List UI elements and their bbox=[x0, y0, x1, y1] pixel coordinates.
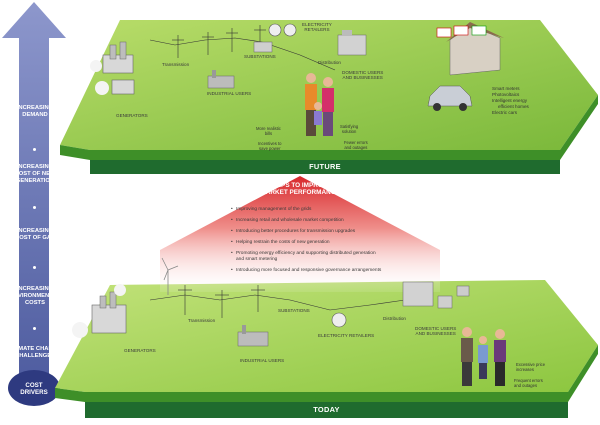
bullet-photovoltaics: Photovoltaics bbox=[492, 92, 520, 97]
driver-separator-dot bbox=[33, 206, 36, 209]
driver-separator-dot bbox=[33, 148, 36, 151]
future-house bbox=[436, 22, 504, 76]
today-band-label: TODAY bbox=[313, 405, 340, 414]
future-domestic bbox=[337, 30, 367, 56]
future-band-label: FUTURE bbox=[309, 162, 341, 171]
future-industrial bbox=[207, 70, 235, 89]
future-substations-label: SUBSTATIONS bbox=[244, 54, 276, 59]
bullet-electric-cars: Electric cars bbox=[492, 110, 518, 115]
today-power-lines bbox=[149, 285, 406, 318]
future-generators-label: GENERATORS bbox=[116, 113, 148, 118]
step-item: Promoting energy efficiency and supporti… bbox=[231, 251, 436, 257]
today-substations-label: SUBSTATIONS bbox=[278, 308, 310, 313]
future-substation bbox=[253, 41, 273, 53]
future-industrial-label: INDUSTRIAL USERS bbox=[207, 91, 252, 96]
step-item-continued-text: and smart metering bbox=[236, 256, 278, 262]
bullet-smart-meters: Smart meters bbox=[492, 86, 520, 91]
driver-separator-dot bbox=[33, 327, 36, 330]
step-item: Introducing more focused and responsive … bbox=[231, 268, 436, 274]
today-retailer bbox=[331, 312, 347, 328]
today-retailers-label: ELECTRICITY RETAILERS bbox=[318, 333, 375, 338]
future-generators bbox=[90, 41, 135, 95]
future-distribution-label: Distribution bbox=[318, 60, 341, 65]
today-generators bbox=[72, 284, 127, 338]
step-item: Increasing retail and wholesale market c… bbox=[231, 218, 436, 224]
today-domestic bbox=[402, 281, 470, 309]
step-item-continued: and smart metering bbox=[236, 257, 436, 263]
step-item: Improving management of the grids bbox=[231, 207, 436, 213]
today-generators-label: GENERATORS bbox=[124, 348, 156, 353]
today-family bbox=[461, 327, 506, 386]
future-family bbox=[305, 73, 334, 136]
cost-drivers-base bbox=[8, 370, 60, 406]
step-item: Helping restrain the costs of new genera… bbox=[231, 240, 436, 246]
bullet-efficient-homes: efficient homes bbox=[498, 104, 529, 109]
step-item: Introducing better procedures for transm… bbox=[231, 229, 436, 235]
future-transmission-label: Transmission bbox=[162, 62, 190, 67]
today-transmission-label: Transmission bbox=[188, 318, 216, 323]
future-retailers bbox=[268, 23, 297, 37]
future-band bbox=[90, 160, 560, 174]
today-band bbox=[85, 402, 568, 418]
future-electric-car bbox=[427, 85, 473, 111]
today-industrial bbox=[237, 325, 269, 347]
today-distribution-label: Distribution bbox=[383, 316, 406, 321]
future-power-lines bbox=[149, 25, 336, 71]
today-wind-turbines bbox=[161, 257, 179, 295]
today-industrial-label: INDUSTRIAL USERS bbox=[240, 358, 285, 363]
bullet-intelligent-energy: Intelligent energy bbox=[492, 98, 527, 103]
driver-separator-dot bbox=[33, 266, 36, 269]
cost-drivers-arrow bbox=[2, 2, 66, 406]
